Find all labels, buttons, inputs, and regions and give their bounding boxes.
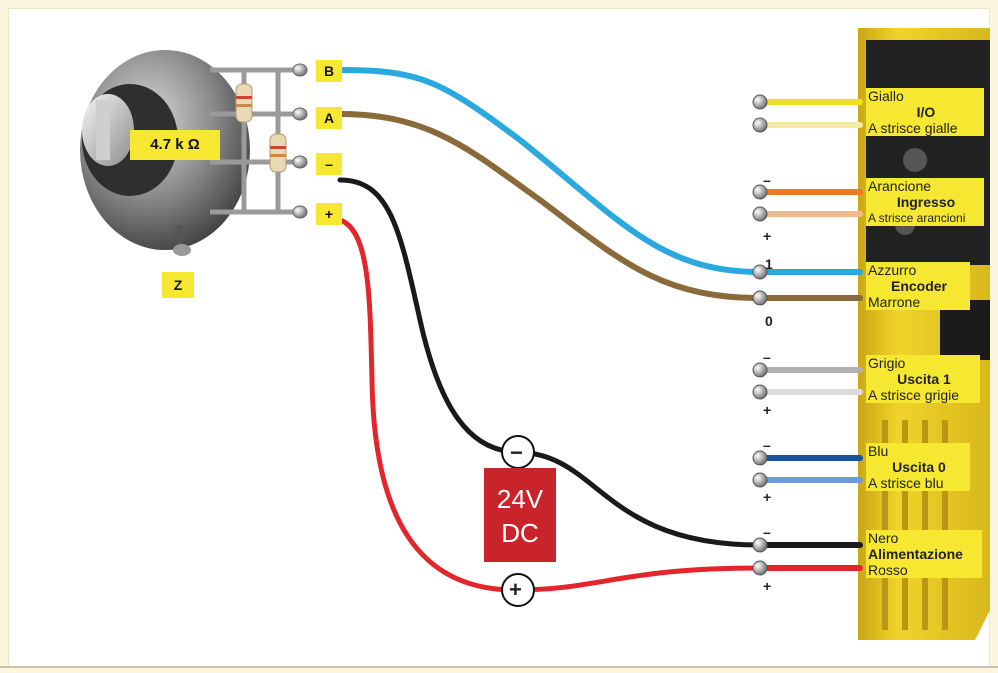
input-label-top: Arancione — [868, 178, 932, 194]
psu-terminal-plus — [501, 573, 535, 607]
wire-brown — [337, 111, 763, 301]
psu-voltage: 24V — [496, 484, 544, 514]
io-label-bottom: A strisce gialle — [868, 120, 958, 136]
input-label-title: Ingresso — [896, 194, 956, 210]
output1-plus-sign: + — [763, 402, 772, 418]
bottom-divider — [0, 666, 998, 668]
input-label-bottom: A strisce arancioni — [868, 211, 966, 225]
io-label-title: I/O — [916, 104, 936, 120]
output1-label-bottom: A strisce grigie — [868, 387, 960, 403]
output1-label-title: Uscita 1 — [897, 371, 951, 387]
terminal-minus-label: – — [316, 153, 342, 175]
output0-label: Blu Uscita 0 A strisce blu — [866, 443, 970, 491]
power-plus-sign: + — [763, 578, 772, 594]
terminal-b-label: B — [316, 60, 342, 82]
power-supply: 24V DC — [484, 468, 556, 562]
power-label: Nero Alimentazione Rosso — [866, 530, 982, 578]
encoder-zero-sign: 0 — [765, 313, 773, 329]
output1-minus-sign: – — [763, 349, 771, 365]
psu-plus-symbol: + — [509, 577, 522, 602]
output0-plus-sign: + — [763, 489, 772, 505]
encoder-label-top: Azzurro — [868, 262, 917, 278]
wire-red — [337, 217, 763, 593]
output0-label-bottom: A strisce blu — [868, 475, 944, 491]
encoder-label-bottom: Marrone — [868, 294, 921, 310]
output0-minus-sign: – — [763, 437, 771, 453]
connector-pins — [752, 94, 768, 576]
output1-label-top: Grigio — [868, 355, 906, 371]
io-label: Giallo I/O A strisce gialle — [866, 88, 984, 136]
resistor-value-label: 4.7 k Ω — [130, 130, 220, 160]
terminal-a-label: A — [316, 107, 342, 129]
psu-type: DC — [501, 518, 539, 548]
wires — [337, 67, 863, 593]
power-label-bottom: Rosso — [868, 562, 908, 578]
input-minus-sign: – — [763, 172, 771, 188]
io-label-top: Giallo — [868, 88, 904, 104]
z-terminal-label: Z — [162, 272, 194, 298]
terminal-screws — [292, 63, 308, 219]
wire-black — [337, 177, 763, 548]
wire-blue — [337, 67, 763, 275]
output0-label-top: Blu — [868, 443, 889, 459]
output1-label: Grigio Uscita 1 A strisce grigie — [866, 355, 980, 403]
input-plus-sign: + — [763, 228, 772, 244]
psu-minus-symbol: − — [510, 440, 523, 465]
encoder-label: Azzurro Encoder Marrone — [866, 262, 970, 310]
potentiometer — [80, 50, 250, 256]
input-label: Arancione Ingresso A strisce arancioni — [866, 178, 984, 226]
power-label-title: Alimentazione — [868, 546, 963, 562]
power-minus-sign: – — [763, 524, 771, 540]
output0-label-title: Uscita 0 — [892, 459, 946, 475]
encoder-one-sign: 1 — [765, 256, 773, 272]
power-label-top: Nero — [868, 530, 899, 546]
terminal-plus-label: + — [316, 203, 342, 225]
resistor-body — [235, 83, 287, 173]
encoder-label-title: Encoder — [890, 278, 947, 294]
